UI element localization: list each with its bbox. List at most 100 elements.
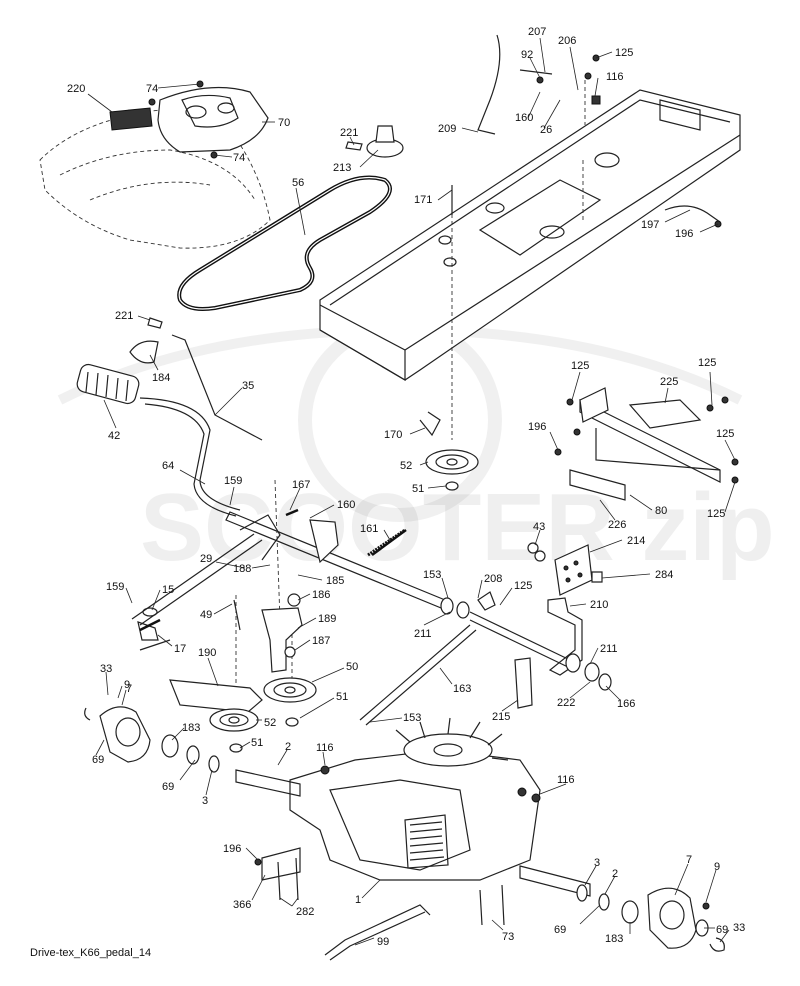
part-label-80: 80	[655, 505, 667, 517]
part-label-186: 186	[312, 589, 330, 601]
part-label-215: 215	[492, 711, 510, 723]
part-label-210: 210	[590, 599, 608, 611]
part-label-284: 284	[655, 569, 673, 581]
part-label-222: 222	[557, 697, 575, 709]
part-label-74: 74	[233, 152, 245, 164]
part-label-69: 69	[92, 754, 104, 766]
part-label-64: 64	[162, 460, 174, 472]
part-label-196: 196	[223, 843, 241, 855]
part-label-220: 220	[67, 83, 85, 95]
part-label-125: 125	[571, 360, 589, 372]
pedal-lever-210	[359, 591, 612, 726]
part-label-33: 33	[733, 922, 745, 934]
pulley-50	[263, 677, 317, 703]
part-label-125: 125	[514, 580, 532, 592]
dashboard-hood-assembly	[39, 80, 271, 249]
part-label-42: 42	[108, 430, 120, 442]
part-label-116: 116	[606, 71, 624, 83]
leader-lines	[87, 37, 736, 946]
part-label-366: 366	[233, 899, 251, 911]
transaxle-1	[235, 717, 591, 961]
part-label-159: 159	[106, 581, 124, 593]
part-label-183: 183	[182, 722, 200, 734]
part-label-7: 7	[686, 854, 692, 866]
part-label-183: 183	[605, 933, 623, 945]
part-label-50: 50	[346, 661, 358, 673]
part-label-56: 56	[292, 177, 304, 189]
part-label-35: 35	[242, 380, 254, 392]
part-label-52: 52	[264, 717, 276, 729]
part-label-69: 69	[162, 781, 174, 793]
part-label-160: 160	[515, 112, 533, 124]
part-label-211: 211	[600, 643, 618, 655]
part-label-226: 226	[608, 519, 626, 531]
part-label-49: 49	[200, 609, 212, 621]
part-label-153: 153	[403, 712, 421, 724]
part-label-206: 206	[558, 35, 576, 47]
part-label-213: 213	[333, 162, 351, 174]
part-label-2: 2	[285, 741, 291, 753]
drive-belt-56	[177, 175, 392, 311]
part-label-69: 69	[554, 924, 566, 936]
part-label-190: 190	[198, 647, 216, 659]
part-label-171: 171	[414, 194, 432, 206]
part-label-125: 125	[615, 47, 633, 59]
part-label-116: 116	[557, 774, 575, 786]
idler-bracket-189	[233, 593, 303, 673]
part-label-221: 221	[115, 310, 133, 322]
part-label-9: 9	[124, 679, 130, 691]
part-label-196: 196	[675, 228, 693, 240]
nut-51-mid	[285, 717, 299, 727]
pulley-52-upper	[419, 411, 479, 491]
part-label-3: 3	[202, 795, 208, 807]
part-label-2: 2	[612, 868, 618, 880]
pedal-pad-214	[527, 542, 603, 596]
part-label-221: 221	[340, 127, 358, 139]
part-label-9: 9	[714, 861, 720, 873]
part-label-187: 187	[312, 635, 330, 647]
part-label-189: 189	[318, 613, 336, 625]
part-label-184: 184	[152, 372, 170, 384]
chassis-frame	[319, 34, 741, 440]
part-label-69: 69	[716, 924, 728, 936]
part-label-160: 160	[337, 499, 355, 511]
part-label-214: 214	[627, 535, 645, 547]
part-label-116: 116	[316, 742, 334, 754]
part-label-26: 26	[540, 124, 552, 136]
part-label-185: 185	[326, 575, 344, 587]
part-label-17: 17	[174, 643, 186, 655]
part-label-167: 167	[292, 479, 310, 491]
part-label-51: 51	[336, 691, 348, 703]
part-label-125: 125	[707, 508, 725, 520]
part-label-92: 92	[521, 49, 533, 61]
part-label-51: 51	[251, 737, 263, 749]
part-label-3: 3	[594, 857, 600, 869]
part-label-207: 207	[528, 26, 546, 38]
part-label-73: 73	[502, 931, 514, 943]
pedal-bracket-80	[554, 387, 739, 501]
part-label-99: 99	[377, 936, 389, 948]
springs	[139, 508, 407, 632]
part-label-163: 163	[453, 683, 471, 695]
part-label-159: 159	[224, 475, 242, 487]
part-label-166: 166	[617, 698, 635, 710]
part-label-7: 7	[126, 683, 132, 695]
part-label-196: 196	[528, 421, 546, 433]
right-wheel-hub	[576, 884, 725, 952]
knob-213	[345, 125, 404, 158]
part-labels: 220 74 70 74 221 213 56 207 206 125 92 1…	[67, 26, 745, 948]
part-label-70: 70	[278, 117, 290, 129]
part-label-211: 211	[414, 628, 432, 640]
part-label-125: 125	[698, 357, 716, 369]
part-label-15: 15	[162, 584, 174, 596]
bracket-190	[169, 679, 263, 713]
part-label-74: 74	[146, 83, 158, 95]
part-label-282: 282	[296, 906, 314, 918]
part-label-125: 125	[716, 428, 734, 440]
watermark: SCOOTER zip	[57, 318, 775, 581]
part-label-52: 52	[400, 460, 412, 472]
part-label-208: 208	[484, 573, 502, 585]
diagram-caption: Drive-tex_K66_pedal_14	[30, 947, 151, 959]
part-label-170: 170	[384, 429, 402, 441]
